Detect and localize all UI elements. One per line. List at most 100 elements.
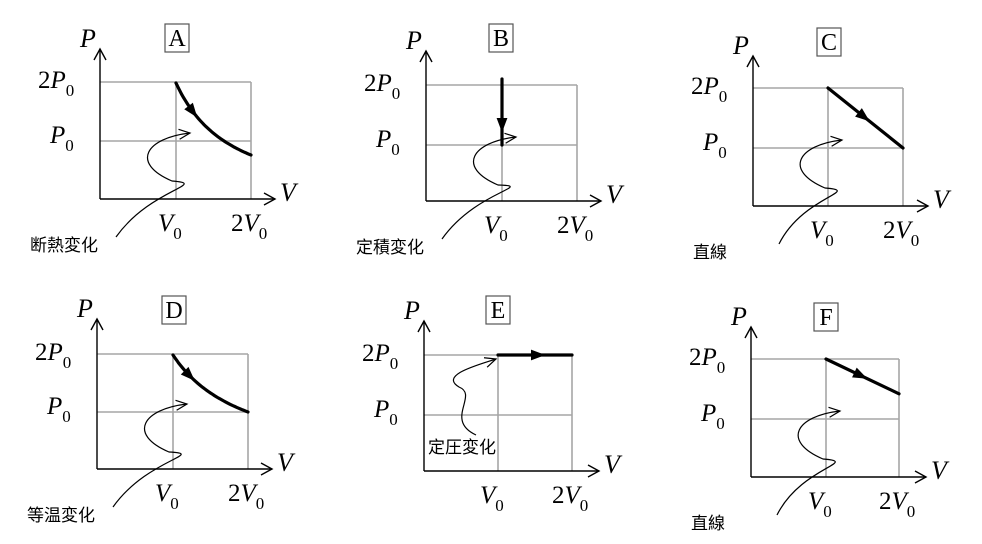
tick-label-2p0-symbol: P <box>701 344 717 371</box>
tick-label-v0-subscript: 0 <box>173 224 182 243</box>
tick-label-2v0-subscript: 0 <box>911 231 920 250</box>
panel-letter-box <box>485 295 511 325</box>
tick-label-p0-symbol: P <box>702 129 718 156</box>
tick-label-2p0-symbol: P <box>50 67 66 94</box>
tick-label-2p0: 2P0 <box>691 73 727 106</box>
tick-label-2v0-coefficient: 2 <box>883 217 896 244</box>
tick-label-p0-subscript: 0 <box>718 143 727 162</box>
panel-letter-box <box>813 302 839 332</box>
direction-arrow <box>852 367 868 379</box>
tick-label-p0-subscript: 0 <box>65 136 74 155</box>
tick-label-2p0-coefficient: 2 <box>364 70 377 97</box>
tick-label-p0-subscript: 0 <box>716 414 725 433</box>
tick-label-2p0: 2P0 <box>364 70 400 103</box>
tick-label-2p0-coefficient: 2 <box>691 73 704 100</box>
panel-letter-box <box>164 23 190 53</box>
tick-label-2p0-subscript: 0 <box>66 81 75 100</box>
tick-label-2v0-subscript: 0 <box>259 224 268 243</box>
tick-label-2v0-symbol: V <box>570 212 588 239</box>
p-axis-label: P <box>405 26 422 55</box>
v-axis-label: V <box>277 448 296 477</box>
tick-label-2v0-coefficient: 2 <box>879 488 892 515</box>
annotation-text: 直線 <box>691 514 725 534</box>
tick-label-2p0-coefficient: 2 <box>362 340 375 367</box>
annotation-pointer <box>776 406 842 516</box>
panel-letter: E <box>491 298 506 324</box>
p-axis-label: P <box>403 296 420 325</box>
tick-label-v0: V0 <box>155 480 179 513</box>
tick-label-v0-symbol: V <box>155 480 173 507</box>
process-path <box>171 353 250 414</box>
p-axis-label: P <box>79 24 96 53</box>
tick-label-2v0: 2V0 <box>228 480 264 513</box>
tick-label-p0-subscript: 0 <box>389 410 398 429</box>
tick-label-2v0: 2V0 <box>879 488 915 521</box>
pointer-line <box>452 357 498 436</box>
panel-letter: A <box>168 26 186 52</box>
tick-label-v0-subscript: 0 <box>499 226 508 245</box>
tick-label-2p0-coefficient: 2 <box>35 339 48 366</box>
tick-label-2v0-coefficient: 2 <box>552 482 565 509</box>
tick-label-p0: P0 <box>46 393 71 426</box>
tick-label-p0-symbol: P <box>373 396 389 423</box>
tick-label-p0-subscript: 0 <box>391 140 400 159</box>
tick-label-2v0-symbol: V <box>244 210 262 237</box>
process-path <box>174 81 253 157</box>
tick-label-v0: V0 <box>810 217 834 250</box>
tick-label-p0-symbol: P <box>700 400 716 427</box>
tick-label-2v0-subscript: 0 <box>256 494 265 513</box>
pointer-line <box>115 128 192 238</box>
tick-label-2p0: 2P0 <box>689 344 725 377</box>
tick-label-p0: P0 <box>49 122 74 155</box>
v-axis-label: V <box>933 185 952 214</box>
tick-label-2p0-symbol: P <box>47 339 63 366</box>
tick-label-2p0: 2P0 <box>38 67 74 100</box>
tick-label-v0: V0 <box>480 482 504 515</box>
tick-label-v0-subscript: 0 <box>823 502 832 521</box>
tick-label-2v0: 2V0 <box>231 210 267 243</box>
annotation-text: 断熱変化 <box>30 236 98 256</box>
tick-label-2p0: 2P0 <box>35 339 71 372</box>
tick-label-2p0-subscript: 0 <box>719 87 728 106</box>
direction-arrow <box>855 108 870 122</box>
tick-label-p0-symbol: P <box>46 393 62 420</box>
tick-label-2p0-coefficient: 2 <box>689 344 702 371</box>
annotation-pointer <box>778 135 844 245</box>
tick-label-2v0: 2V0 <box>883 217 919 250</box>
tick-label-2p0-symbol: P <box>374 340 390 367</box>
tick-label-2p0-symbol: P <box>703 73 719 100</box>
tick-label-v0-symbol: V <box>480 482 498 509</box>
tick-label-2v0-symbol: V <box>241 480 259 507</box>
tick-label-p0: P0 <box>373 396 398 429</box>
tick-label-2v0-coefficient: 2 <box>228 480 241 507</box>
pointer-line <box>441 132 518 240</box>
tick-label-2p0: 2P0 <box>362 340 398 373</box>
pointer-line <box>112 399 189 508</box>
tick-label-p0: P0 <box>375 126 400 159</box>
tick-label-2v0-symbol: V <box>892 488 910 515</box>
tick-label-p0: P0 <box>702 129 727 162</box>
v-axis-label: V <box>280 178 299 207</box>
tick-label-v0: V0 <box>808 488 832 521</box>
tick-label-2v0-symbol: V <box>565 482 583 509</box>
p-axis-label: P <box>76 294 93 323</box>
panel-letter: C <box>821 30 837 56</box>
panel-letter: B <box>493 26 509 52</box>
tick-label-2p0-subscript: 0 <box>63 353 72 372</box>
p-axis-label: P <box>732 31 749 60</box>
tick-label-2v0: 2V0 <box>557 212 593 245</box>
panel-letter: F <box>819 305 832 331</box>
tick-label-p0-symbol: P <box>49 122 65 149</box>
tick-label-2v0-subscript: 0 <box>907 502 916 521</box>
panel-letter-box <box>488 23 514 53</box>
annotation-text: 等温変化 <box>27 506 95 526</box>
panel-letter: D <box>165 298 182 324</box>
tick-label-2p0-subscript: 0 <box>390 354 399 373</box>
tick-label-v0-symbol: V <box>810 217 828 244</box>
annotation-pointer <box>452 357 498 436</box>
tick-label-2v0-coefficient: 2 <box>557 212 570 239</box>
